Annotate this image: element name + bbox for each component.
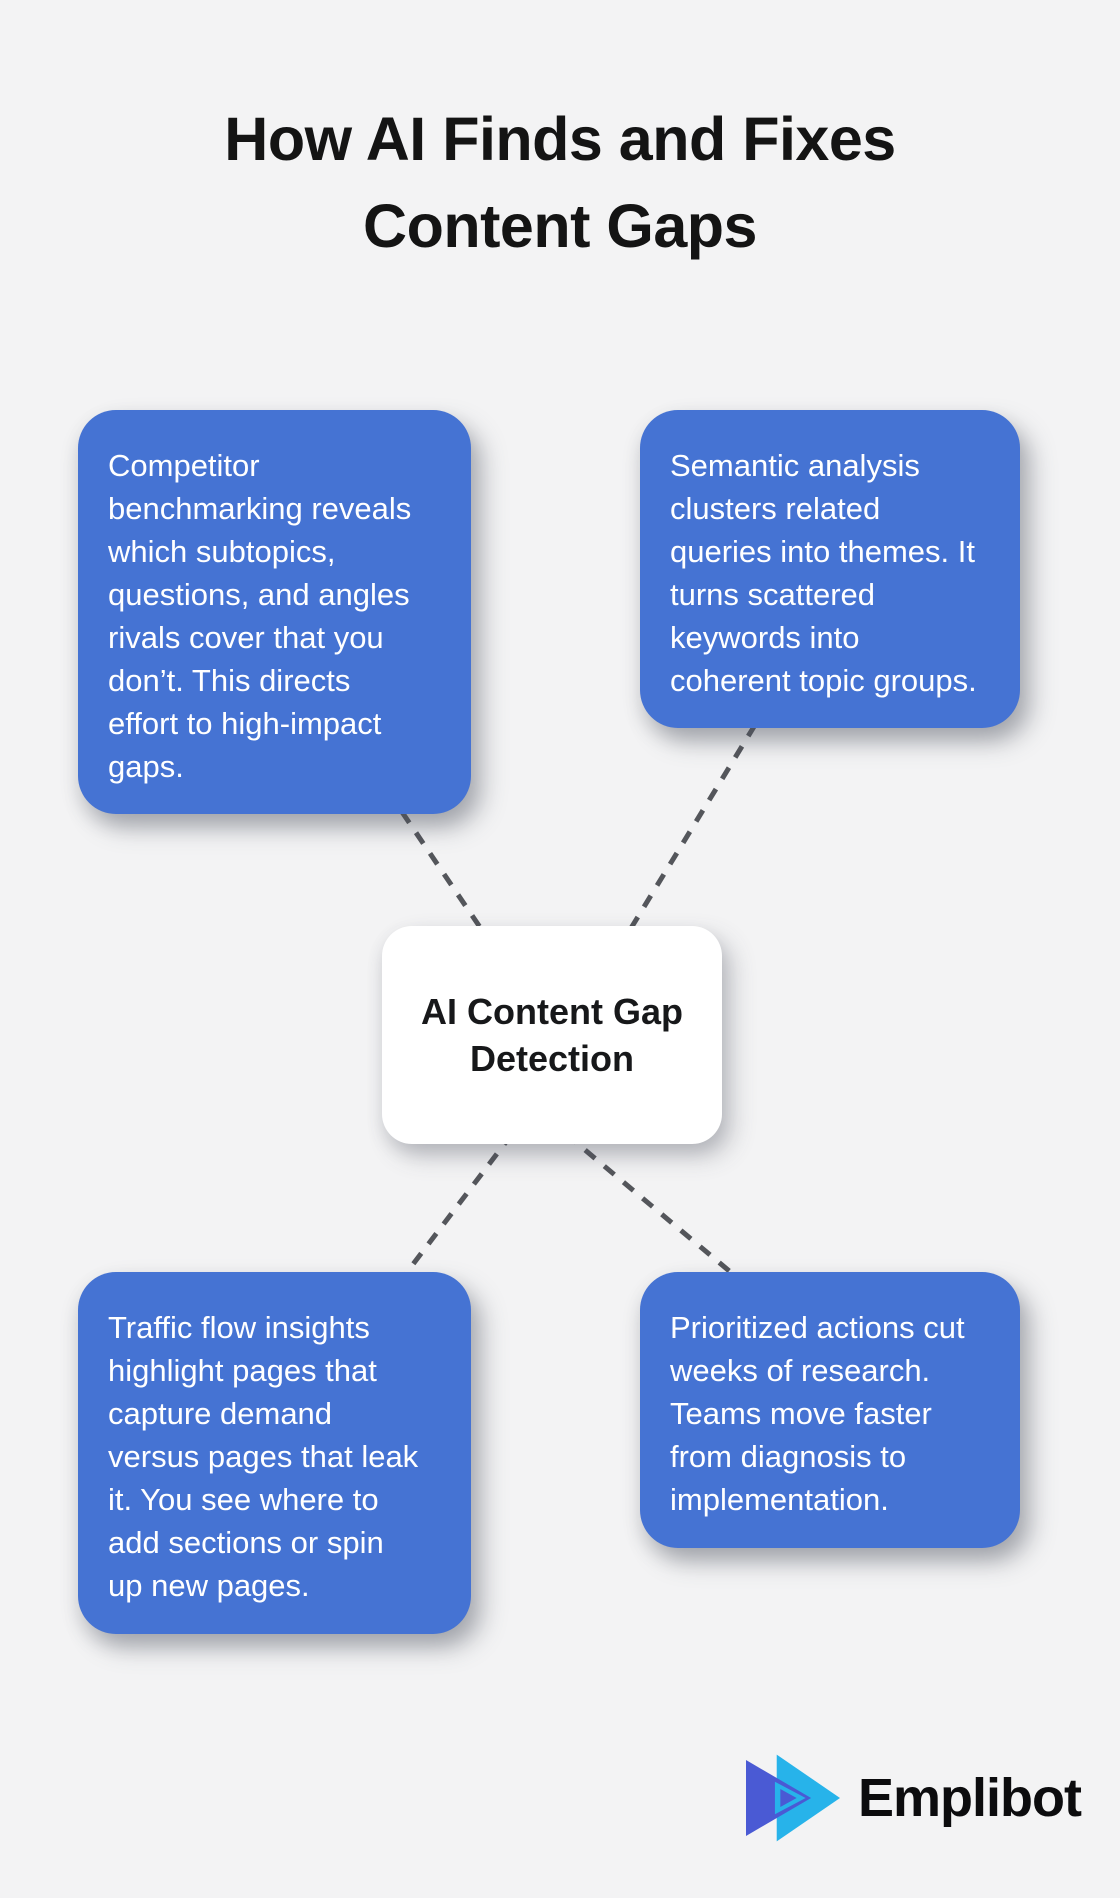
center-node-label: AI Content Gap Detection — [421, 991, 683, 1079]
card-bottom-right: Prioritized actions cut weeks of researc… — [640, 1272, 1020, 1548]
card-bottom-left: Traffic flow insights highlight pages th… — [78, 1272, 471, 1634]
card-top-left-text: Competitor benchmarking reveals which su… — [108, 448, 412, 784]
card-top-right-text: Semantic analysis clusters related queri… — [670, 448, 977, 698]
logo-text: Emplibot — [858, 1768, 1082, 1828]
emplibot-logo: Emplibot — [746, 1754, 1082, 1842]
fast-forward-triangles-icon — [746, 1754, 840, 1842]
card-top-left: Competitor benchmarking reveals which su… — [78, 410, 471, 814]
connector-bottom-right — [564, 1132, 742, 1282]
connector-top-right — [622, 723, 758, 940]
logo-inner-indigo-triangle — [780, 1788, 797, 1808]
center-node: AI Content Gap Detection — [382, 926, 722, 1144]
connector-bottom-left — [396, 1132, 514, 1286]
connector-top-left — [399, 810, 493, 944]
card-bottom-right-text: Prioritized actions cut weeks of researc… — [670, 1310, 965, 1517]
card-bottom-left-text: Traffic flow insights highlight pages th… — [108, 1310, 419, 1603]
page-title: How AI Finds and Fixes Content Gaps — [224, 105, 896, 260]
card-top-right: Semantic analysis clusters related queri… — [640, 410, 1020, 728]
